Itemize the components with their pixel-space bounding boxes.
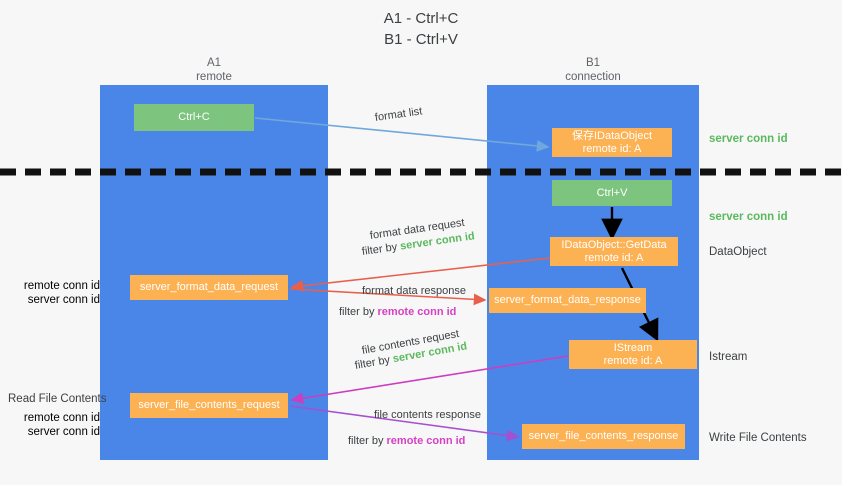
remote-conn-id-text-1: remote conn id (377, 306, 457, 318)
annotation-server-conn-id-lower: server conn id (27, 426, 100, 438)
box-getdata-line2: remote id: A (584, 251, 644, 264)
annotation-write-file-contents: Write File Contents (709, 432, 807, 444)
box-server-file-contents-request-label: server_file_contents_request (138, 399, 280, 411)
box-server-file-contents-request[interactable]: server_file_contents_request (130, 393, 288, 418)
annotation-dataobject: DataObject (709, 246, 767, 258)
box-idataobject-getdata[interactable]: IDataObject::GetData remote id: A (550, 237, 678, 266)
label-filter-by-remote-conn-id-2: filter by remote conn id (348, 434, 465, 448)
box-ctrl-c-label: Ctrl+C (178, 111, 210, 123)
filter-by-text-1: filter by (361, 241, 398, 258)
remote-conn-id-text-2: remote conn id (386, 435, 466, 447)
annotation-conn-ids-upper: remote conn id server conn id (8, 279, 100, 307)
box-istream-line2: remote id: A (603, 354, 663, 367)
lane-a1-name: A1 (206, 57, 222, 69)
title-line-2: B1 - Ctrl+V (384, 31, 458, 48)
annotation-remote-conn-id-lower: remote conn id (23, 412, 100, 424)
box-istream-line1: IStream (613, 341, 653, 354)
box-istream-text: IStream remote id: A (604, 342, 663, 368)
box-getdata-line1: IDataObject::GetData (561, 238, 667, 251)
filter-by-text-3: filter by (353, 353, 391, 372)
box-ctrl-v-label: Ctrl+V (596, 186, 628, 199)
annotation-remote-conn-id-upper: remote conn id (23, 280, 100, 292)
box-server-format-data-response-label: server_format_data_response (494, 294, 641, 306)
box-ctrl-c[interactable]: Ctrl+C (134, 104, 254, 131)
box-server-file-contents-response[interactable]: server_file_contents_response (522, 424, 685, 449)
box-save-idataobject[interactable]: 保存IDataObject remote id: A (552, 128, 672, 157)
annotation-server-conn-id-upper: server conn id (27, 294, 100, 306)
lane-a1-sub: remote (196, 71, 232, 83)
label-format-list: format list (374, 105, 424, 124)
filter-by-text-2: filter by (339, 306, 375, 318)
lane-header-a1: A1 remote (100, 56, 328, 84)
lane-b1-name: B1 (585, 57, 601, 69)
box-save-idataobject-line2: remote id: A (582, 142, 642, 155)
annotation-conn-ids-lower: remote conn id server conn id (8, 411, 100, 439)
box-ctrl-v[interactable]: Ctrl+V (552, 180, 672, 206)
box-server-format-data-request[interactable]: server_format_data_request (130, 275, 288, 300)
lane-header-b1: B1 connection (487, 56, 699, 84)
annotation-server-conn-id-mid: server conn id (709, 211, 788, 223)
box-server-format-data-response[interactable]: server_format_data_response (489, 288, 646, 313)
label-file-contents-response: file contents response (374, 409, 482, 421)
diagram-title: A1 - Ctrl+C B1 - Ctrl+V (0, 8, 842, 50)
box-save-idataobject-line1: 保存IDataObject (571, 129, 653, 142)
label-format-data-response: format data response (362, 285, 466, 297)
annotation-server-conn-id-top: server conn id (709, 133, 788, 145)
box-server-format-data-request-label: server_format_data_request (139, 281, 279, 293)
lane-b1-sub: connection (565, 71, 621, 83)
box-server-file-contents-response-label: server_file_contents_response (528, 430, 679, 442)
annotation-istream: Istream (709, 351, 748, 363)
title-line-1: A1 - Ctrl+C (383, 10, 459, 27)
box-getdata-text: IDataObject::GetData remote id: A (561, 239, 666, 265)
filter-by-text-4: filter by (348, 435, 384, 447)
box-istream[interactable]: IStream remote id: A (569, 340, 697, 369)
label-filter-by-remote-conn-id-1: filter by remote conn id (339, 305, 456, 319)
annotation-read-file-contents: Read File Contents (8, 393, 107, 405)
box-save-idataobject-text: 保存IDataObject remote id: A (572, 130, 652, 156)
